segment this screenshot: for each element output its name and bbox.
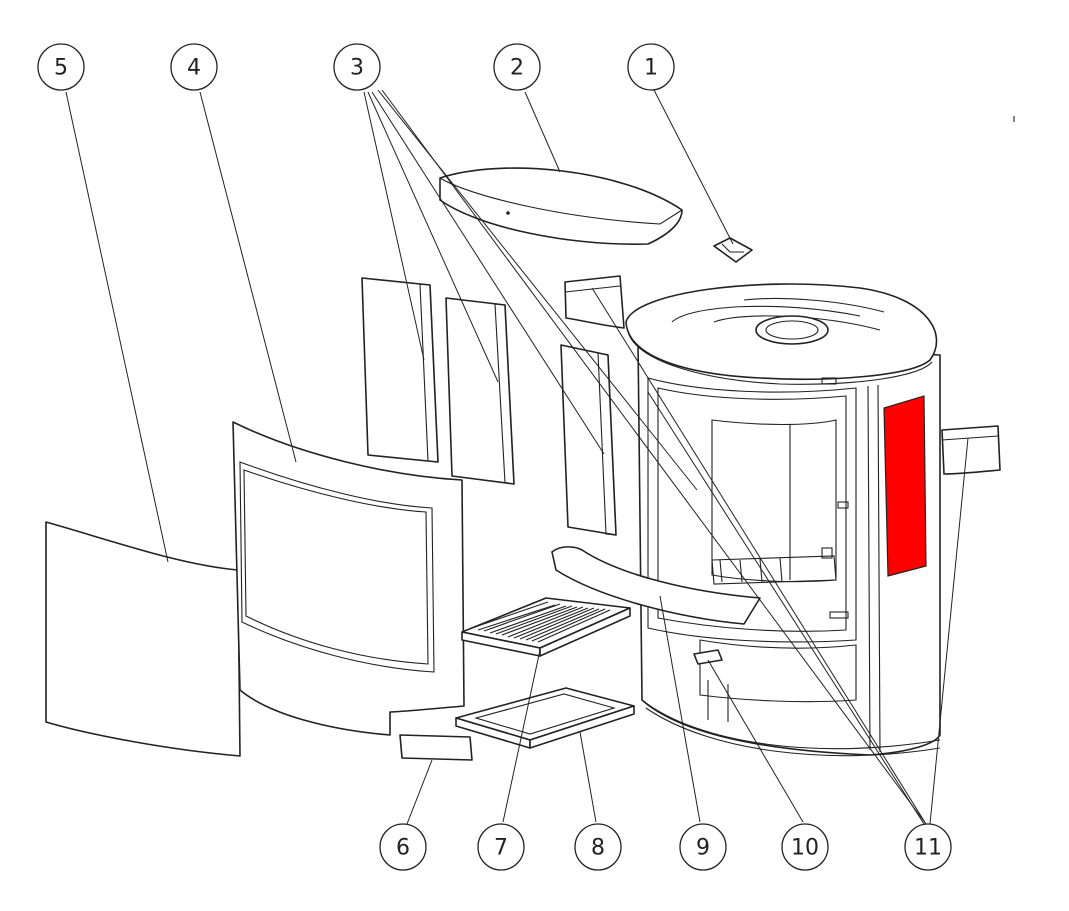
- part-7-grate: [461, 597, 631, 657]
- callout-7: 7: [477, 823, 525, 871]
- part-4-front-door: [232, 421, 465, 736]
- part-5-side-panel: [45, 521, 241, 757]
- callout-10: 10: [781, 823, 829, 871]
- callout-9: 9: [679, 823, 727, 871]
- callout-8: 8: [574, 823, 622, 871]
- callout-5: 5: [37, 43, 85, 91]
- part-6-front-plate: [399, 734, 473, 761]
- callout-11: 11: [904, 823, 952, 871]
- part-8-ash-pan: [455, 687, 635, 749]
- part-9-baffle-bar: [551, 546, 761, 625]
- callout-6: 6: [379, 823, 427, 871]
- callout-11-label: 11: [914, 836, 942, 861]
- callout-4-label: 4: [187, 56, 201, 81]
- callout-2: 2: [493, 43, 541, 91]
- part-2-top-plate: [439, 167, 683, 245]
- callout-10-label: 10: [791, 836, 819, 861]
- callout-1: 1: [627, 43, 675, 91]
- stove-body: [625, 283, 941, 757]
- part-10-lever: [693, 649, 723, 665]
- red-side-panel: [883, 395, 927, 577]
- callout-1-label: 1: [644, 56, 658, 81]
- callout-2-label: 2: [510, 56, 524, 81]
- part-1-bracket: [713, 237, 753, 263]
- callout-8-label: 8: [591, 836, 605, 861]
- callout-9-label: 9: [696, 836, 710, 861]
- callout-6-label: 6: [396, 836, 410, 861]
- leader-lines: [65, 89, 969, 825]
- callout-5-label: 5: [54, 56, 68, 81]
- callout-4: 4: [170, 43, 218, 91]
- callout-7-label: 7: [494, 836, 508, 861]
- callout-3: 3: [333, 43, 381, 91]
- callout-3-label: 3: [350, 56, 364, 81]
